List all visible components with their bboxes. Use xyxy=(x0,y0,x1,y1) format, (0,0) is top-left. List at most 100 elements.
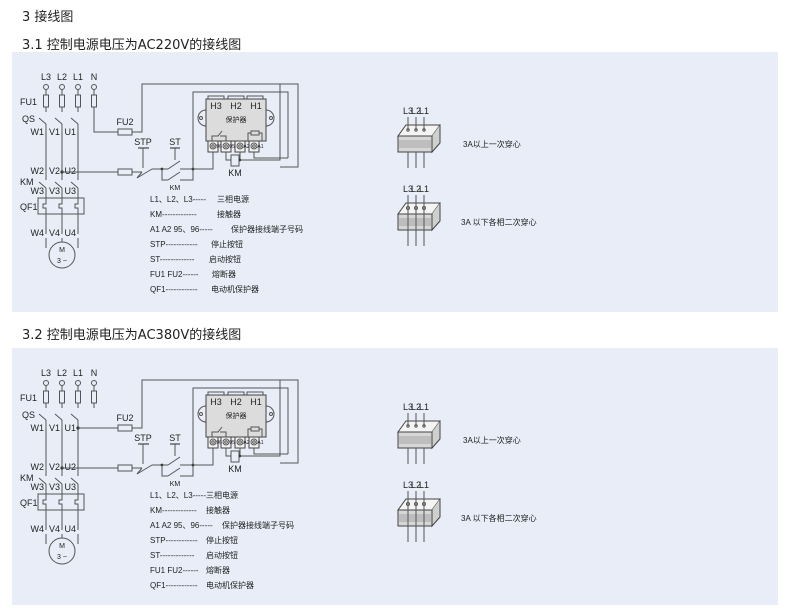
motor-terminal-label: V4 xyxy=(49,524,60,534)
qs-terminal-label: W1 xyxy=(31,127,45,137)
motor-type-label: 3 ~ xyxy=(57,554,67,561)
screw-terminal-icon xyxy=(222,142,230,150)
qs-label: QS xyxy=(22,410,35,420)
motor-icon xyxy=(48,241,76,269)
motor-terminal-label: V4 xyxy=(49,228,60,238)
ct-phase-label: L2 xyxy=(411,480,421,490)
terminal-icon xyxy=(43,84,49,90)
legend-value: 电动机保护器 xyxy=(206,580,254,590)
km-terminal-label: V2 xyxy=(49,462,60,472)
ct-phase-label: L2 xyxy=(411,106,421,116)
km-coil-icon xyxy=(230,450,240,463)
fuse-icon xyxy=(59,390,65,404)
km-terminal-label: U2 xyxy=(64,166,76,176)
km-terminal-label: V3 xyxy=(49,186,60,196)
protector-h3-label: H3 xyxy=(210,101,222,111)
motor-icon xyxy=(48,537,76,565)
st-label: ST xyxy=(169,137,181,147)
qs-label: QS xyxy=(22,114,35,124)
phase-label: L3 xyxy=(41,72,51,82)
fu1-label: FU1 xyxy=(20,393,37,403)
terminal-number-label: 96 xyxy=(216,144,222,150)
qs-terminal-label: W1 xyxy=(31,423,45,433)
ct-phase-label: L3 xyxy=(403,480,413,490)
km-terminal-label: W2 xyxy=(31,166,45,176)
legend-value: 停止按钮 xyxy=(211,239,243,249)
ct-phase-label: L1 xyxy=(419,402,429,412)
fuse-icon xyxy=(43,390,49,404)
screw-terminal-icon xyxy=(236,438,244,446)
phase-label: L2 xyxy=(57,72,67,82)
switch-blade-icon xyxy=(54,117,63,125)
contact-icon xyxy=(70,181,79,189)
screw-terminal-icon xyxy=(222,438,230,446)
legend-key: FU1 FU2------ xyxy=(150,270,199,279)
legend-value: 启动按钮 xyxy=(206,550,238,560)
motor-terminal-label: W4 xyxy=(31,228,45,238)
legend-key: ST------------- xyxy=(150,255,195,264)
km-contact-label: KM xyxy=(170,185,181,192)
switch-blade-icon xyxy=(70,117,79,125)
qs-terminal-label: U1 xyxy=(64,127,76,137)
qs-terminal-label: V1 xyxy=(49,423,60,433)
legend-value: 启动按钮 xyxy=(209,254,241,264)
terminal-block xyxy=(207,436,219,449)
protector-h1-label: H1 xyxy=(250,101,262,111)
protector-name: 保护器 xyxy=(226,411,247,420)
km-label: KM xyxy=(20,473,34,483)
screw-terminal-icon xyxy=(209,142,217,150)
screw-terminal-icon xyxy=(209,438,217,446)
ct-option-label: 3A以上一次穿心 xyxy=(463,139,521,149)
km-coil-label: KM xyxy=(228,464,242,474)
ct-phase-label: L1 xyxy=(419,106,429,116)
legend-key: A1 A2 95、96----- xyxy=(150,521,213,530)
ct-phase-label: L2 xyxy=(411,402,421,412)
fu2-label: FU2 xyxy=(116,117,133,127)
legend-key: FU1 FU2------ xyxy=(150,566,199,575)
legend-value: 保护器接线端子号码 xyxy=(231,224,303,234)
stp-label: STP xyxy=(134,137,152,147)
fu2-label: FU2 xyxy=(116,413,133,423)
legend-key: A1 A2 95、96----- xyxy=(150,225,213,234)
st-label: ST xyxy=(169,433,181,443)
ct-phase-label: L2 xyxy=(411,184,421,194)
diagram-heading-1: 3.1 控制电源电压为AC220V的接线图 xyxy=(22,38,242,53)
fu1-label: FU1 xyxy=(20,97,37,107)
qs-terminal-label: U1 xyxy=(64,423,76,433)
terminal-number-label: A2 xyxy=(243,440,249,446)
terminal-icon xyxy=(75,380,81,386)
terminal-icon xyxy=(43,380,49,386)
terminal-number-label: A1 xyxy=(257,144,263,150)
legend-key: QF1------------ xyxy=(150,285,198,294)
phase-label: N xyxy=(91,72,98,82)
terminal-icon xyxy=(91,84,97,90)
contact-icon xyxy=(38,181,47,189)
terminal-icon xyxy=(59,380,65,386)
fuse-icon xyxy=(75,94,81,108)
legend-key: STP------------ xyxy=(150,536,198,545)
fuse-icon xyxy=(43,94,49,108)
phase-label: N xyxy=(91,368,98,378)
contact-icon xyxy=(70,477,79,485)
contact-icon xyxy=(54,181,63,189)
legend-value: 三相电源 xyxy=(206,490,238,500)
ct-phase-label: L3 xyxy=(403,402,413,412)
km-label: KM xyxy=(20,177,34,187)
motor-type-label: 3 ~ xyxy=(57,258,67,265)
terminal-icon xyxy=(91,380,97,386)
km-terminal-label: W3 xyxy=(31,482,45,492)
switch-blade-icon xyxy=(70,413,79,421)
km-terminal-label: W2 xyxy=(31,462,45,472)
km-terminal-label: U3 xyxy=(64,186,76,196)
terminal-number-label: A1 xyxy=(257,440,263,446)
phase-label: L1 xyxy=(73,72,83,82)
screw-terminal-icon xyxy=(250,142,258,150)
qf1-label: QF1 xyxy=(20,202,38,212)
legend-value: 接触器 xyxy=(206,505,230,515)
